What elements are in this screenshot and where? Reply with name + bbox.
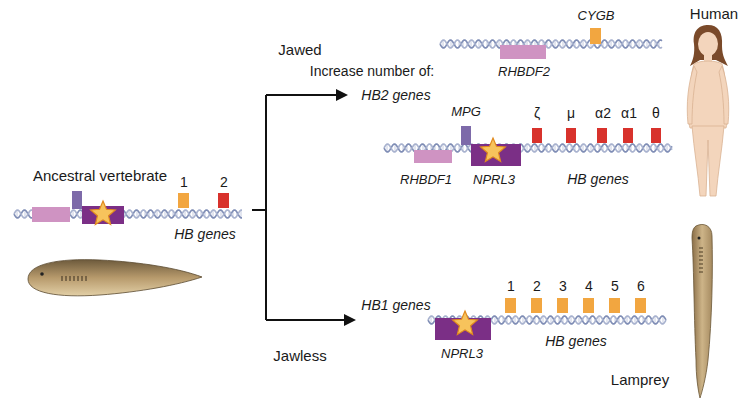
dna-strand — [440, 40, 662, 48]
gene-symbol: α2 — [595, 106, 611, 121]
branch-arrow — [252, 95, 346, 320]
gene-box — [583, 298, 594, 313]
gene-box — [32, 207, 70, 222]
branch-label: Jawed — [278, 42, 321, 59]
gene-number: 4 — [585, 279, 593, 294]
branch-label: HB2 genes — [361, 88, 430, 103]
ancestral-fish — [28, 260, 202, 296]
gene-box — [566, 128, 576, 143]
gene-name: NPRL3 — [441, 347, 483, 361]
gene-number: 1 — [180, 175, 188, 190]
gene-box — [532, 128, 542, 143]
gene-box — [590, 28, 601, 44]
gene-number: 5 — [611, 279, 619, 294]
branch-label: HB1 genes — [361, 298, 430, 313]
star-marker — [453, 311, 478, 335]
gene-symbol: μ — [567, 106, 575, 121]
gene-box — [72, 191, 82, 209]
gene-symbol: ζ — [534, 106, 540, 121]
gene-name: RHBDF1 — [400, 173, 452, 187]
gene-box — [218, 193, 229, 208]
gene-name: RHBDF2 — [498, 65, 550, 79]
gene-box — [623, 128, 633, 143]
gene-box — [178, 193, 189, 208]
gene-name: NPRL3 — [473, 173, 515, 187]
human-figure — [687, 25, 729, 196]
star-marker — [481, 138, 506, 162]
gene-box — [461, 126, 471, 145]
gene-box — [531, 298, 542, 313]
cluster-label: HB genes — [545, 334, 606, 349]
gene-box — [505, 298, 516, 313]
species-name: Human — [690, 6, 738, 23]
arrow-head — [344, 314, 356, 326]
gene-number: 6 — [637, 279, 645, 294]
species-name: Lamprey — [611, 372, 669, 389]
arrow-head — [336, 89, 348, 101]
lamprey-figure — [692, 224, 712, 398]
gene-number: 2 — [220, 175, 228, 190]
gene-box — [414, 150, 452, 163]
group-name: Ancestral vertebrate — [33, 168, 167, 185]
star-marker — [91, 201, 116, 225]
note-text: Increase number of: — [310, 64, 435, 79]
gene-box — [651, 128, 661, 143]
gene-box — [557, 298, 568, 313]
gene-name: CYGB — [578, 9, 615, 23]
gene-symbol: α1 — [621, 106, 637, 121]
gene-box — [597, 128, 607, 143]
gene-symbol: θ — [652, 106, 660, 121]
branch-label: Jawless — [273, 348, 326, 365]
gene-number: 2 — [533, 279, 541, 294]
gene-name: MPG — [451, 105, 481, 119]
cluster-label: HB genes — [567, 172, 628, 187]
dna-strand — [440, 40, 662, 48]
gene-box — [635, 298, 646, 313]
gene-number: 3 — [559, 279, 567, 294]
gene-number: 1 — [507, 279, 515, 294]
cluster-label: HB genes — [174, 227, 235, 242]
gene-box — [500, 45, 546, 59]
gene-box — [609, 298, 620, 313]
